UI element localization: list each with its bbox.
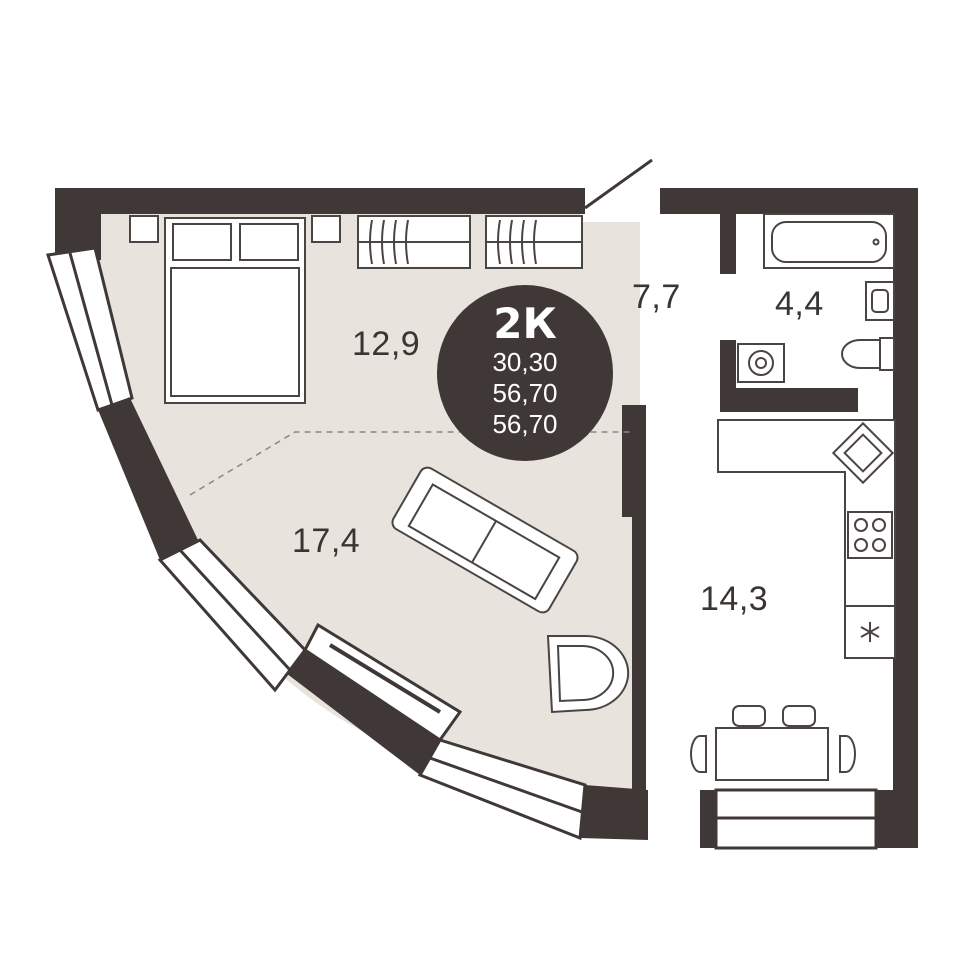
bathtub-icon [763,213,895,269]
tv-stand-icon [328,643,442,714]
total-area-value: 56,70 [492,378,558,408]
kitchen-area: 14,3 [700,580,769,618]
zone-divider [189,431,632,496]
toilet-icon [841,337,895,371]
sofa-icon [391,466,579,614]
hallway-area: 7,7 [632,278,681,316]
total-area-repeat-value: 56,70 [492,409,558,439]
rooms-label: 2К [493,299,557,348]
sink-icon [865,281,895,321]
washing-machine-icon [737,343,785,383]
living-area-value: 30,30 [492,347,558,377]
kitchen-counter [717,419,896,659]
living-zone-area: 17,4 [292,522,361,560]
dining-table-icon [715,727,829,781]
bedroom-area: 12,9 [352,325,421,363]
entrance-door-icon [584,158,653,210]
cooktop-icon [847,511,893,559]
bed-icon [129,215,341,404]
wardrobe-icon [357,215,583,269]
armchair-icon [546,635,630,714]
fridge-icon [845,605,895,642]
bathroom-area: 4,4 [775,285,824,323]
chair-icon [690,705,856,773]
kitchen-sink-icon [831,421,895,485]
apartment-summary-badge: 2К 30,30 56,70 56,70 [437,285,613,461]
walls [55,188,918,848]
